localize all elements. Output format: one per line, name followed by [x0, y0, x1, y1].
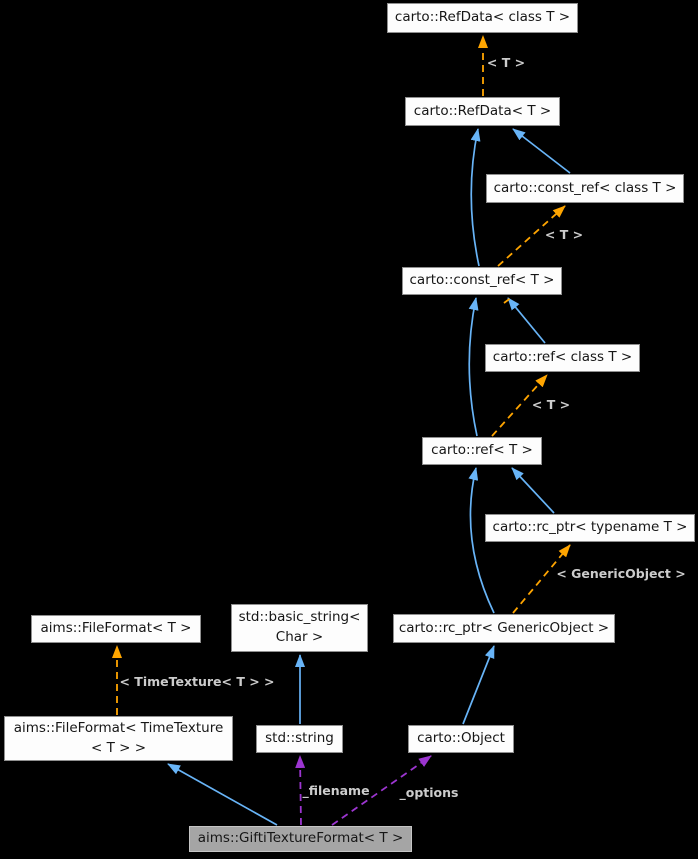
node-carto-const-ref-class[interactable]: carto::const_ref< class T > [486, 174, 684, 203]
node-carto-const-ref-t[interactable]: carto::const_ref< T > [402, 267, 562, 295]
edge-usage-options [331, 755, 432, 826]
edge-usage-filename [295, 755, 306, 826]
edge-inherit-constreft-refdatat [470, 128, 481, 267]
edge-template-ref [491, 374, 548, 437]
edge-label-template-timetexture: < TimeTexture< T > > [119, 674, 275, 689]
node-aims-fileformat-t[interactable]: aims::FileFormat< T > [31, 615, 201, 643]
edge-inherit-gifti-fileformattt [167, 763, 278, 826]
node-carto-object[interactable]: carto::Object [408, 725, 514, 753]
node-carto-rc-ptr-genericobject[interactable]: carto::rc_ptr< GenericObject > [393, 614, 615, 643]
edge-inherit-refclass-constreft [507, 297, 546, 344]
edge-inherit-rcptrgeneric-reft [468, 467, 495, 614]
node-aims-giftitextureformat: aims::GiftiTextureFormat< T > [189, 826, 412, 852]
node-carto-rc-ptr-typename[interactable]: carto::rc_ptr< typename T > [485, 514, 695, 542]
node-std-string[interactable]: std::string [256, 725, 343, 753]
edge-inherit-rcptrtypename-reft [511, 467, 555, 514]
node-std-basic-string[interactable]: std::basic_string< Char > [231, 604, 368, 652]
edge-label-template-t-refdata: < T > [486, 55, 526, 70]
edge-inherit-constrefclass-refdatat [512, 128, 571, 174]
edge-inherit-object-rcptrgeneric [462, 645, 495, 725]
edge-template-constref [497, 205, 566, 267]
node-carto-ref-t[interactable]: carto::ref< T > [422, 437, 542, 465]
node-carto-refdata-t[interactable]: carto::RefData< T > [405, 97, 560, 126]
node-aims-fileformat-timetexture[interactable]: aims::FileFormat< TimeTexture < T > > [4, 716, 233, 761]
edge-label-template-t-ref: < T > [531, 397, 571, 412]
edge-template-constref-tail [503, 296, 513, 304]
node-carto-refdata-class[interactable]: carto::RefData< class T > [387, 3, 578, 33]
node-carto-ref-class[interactable]: carto::ref< class T > [485, 344, 640, 372]
edge-label-usage-filename: _filename [302, 783, 370, 798]
edge-template-rcptr [512, 544, 571, 614]
edge-label-template-t-constref: < T > [544, 227, 584, 242]
edge-inherit-reft-constreft [468, 297, 479, 437]
edge-label-usage-options: _options [399, 785, 459, 800]
edge-label-template-genericobject: < GenericObject > [556, 566, 686, 581]
